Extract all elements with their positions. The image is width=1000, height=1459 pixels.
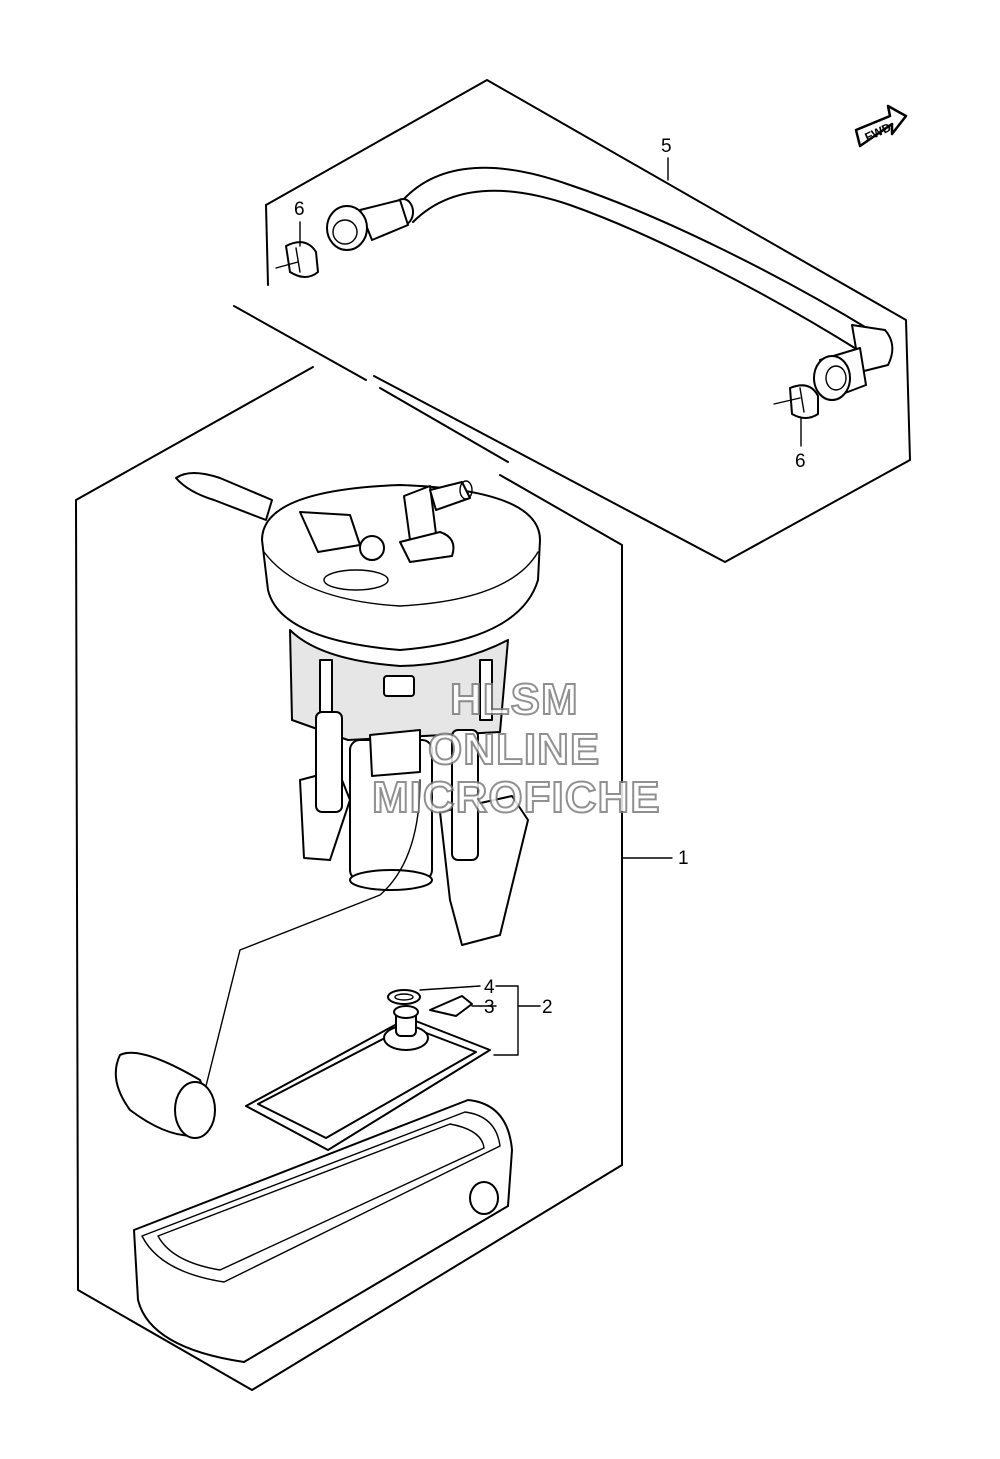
pump-flange — [175, 472, 541, 651]
fuel-hose — [326, 166, 894, 401]
o-ring — [387, 985, 481, 1005]
callout-6-bottom: 6 — [795, 451, 806, 472]
callout-4: 4 — [484, 977, 495, 998]
callout-3: 3 — [484, 997, 495, 1018]
hose-group-outline — [233, 79, 911, 563]
watermark-line2: ONLINE — [428, 725, 600, 774]
callout-5: 5 — [661, 136, 672, 157]
callout-1: 1 — [678, 848, 689, 869]
cushion — [429, 995, 481, 1017]
callout-2: 2 — [542, 997, 553, 1018]
watermark-line1: HLSM — [450, 675, 579, 724]
hose-clamp-top — [275, 241, 319, 278]
watermark-line3: MICROFICHE — [372, 773, 661, 822]
watermark: HLSM ONLINE MICROFICHE — [371, 674, 661, 823]
callout-leaders — [299, 157, 802, 1056]
fuel-filter — [245, 1005, 491, 1151]
pump-body — [199, 629, 529, 1111]
pump-group-outline — [75, 366, 623, 1391]
fuel-float — [114, 1051, 216, 1139]
forward-arrow-icon: FWD — [854, 104, 908, 148]
hose-clamp-bottom — [773, 384, 819, 419]
fuel-reservoir — [133, 1099, 513, 1363]
fwd-label: FWD — [863, 120, 894, 144]
callout-6-top: 6 — [294, 199, 305, 220]
